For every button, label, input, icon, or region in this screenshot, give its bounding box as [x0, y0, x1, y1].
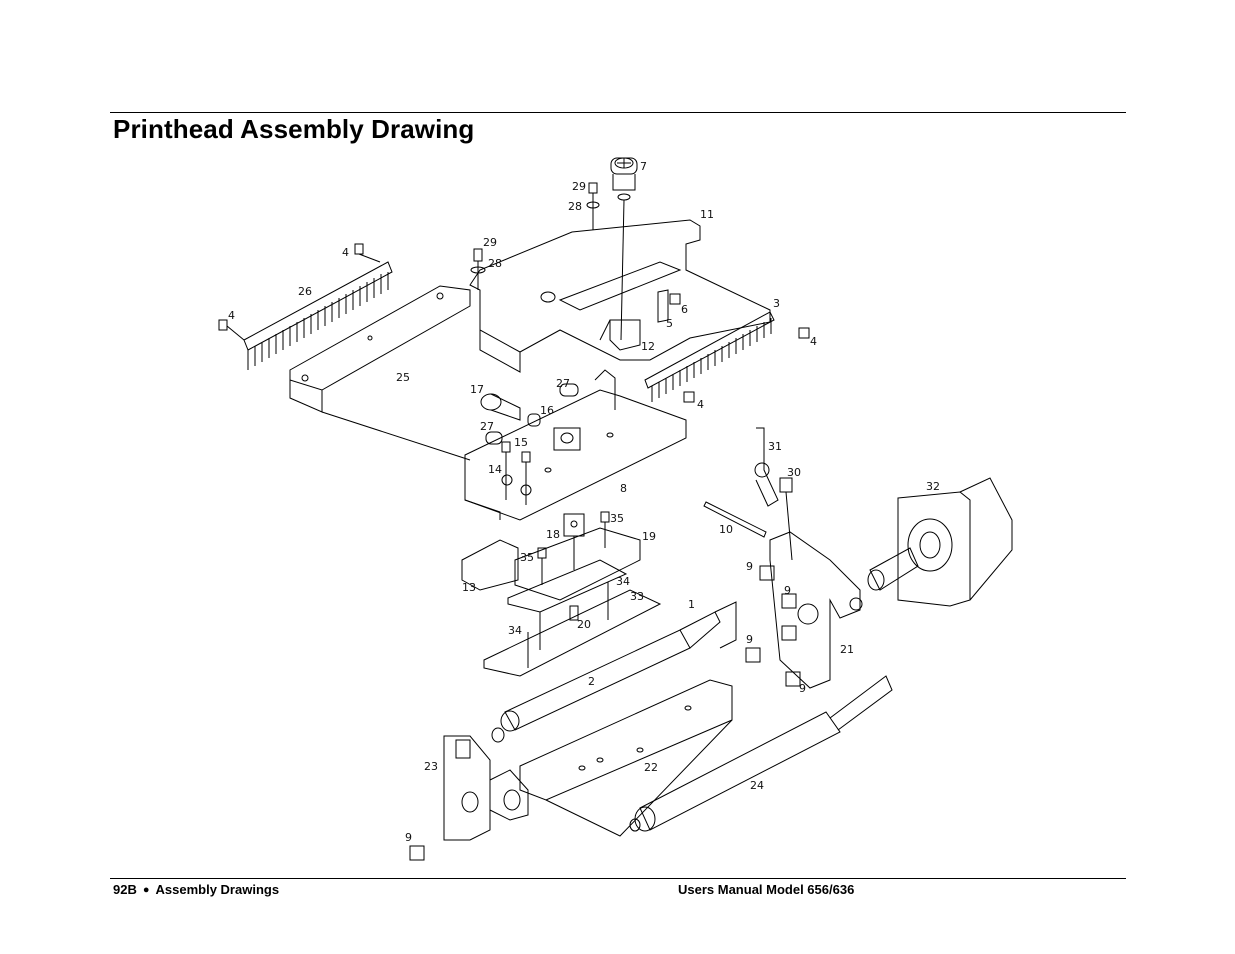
label-16: 16: [540, 404, 554, 417]
label-9b: 9: [784, 584, 791, 597]
label-28a: 28: [568, 200, 582, 213]
brush-part-26: [218, 243, 393, 370]
plate-part-25: [289, 285, 471, 461]
label-9e: 9: [405, 831, 412, 844]
label-9a: 9: [746, 560, 753, 573]
footer-rule: [110, 878, 1126, 879]
part-labels: 7 29 28 11 29 28 4 26 4 3 6 5 4 12 25 27…: [228, 160, 940, 844]
label-27a: 27: [556, 377, 570, 390]
channel-part-22: [519, 679, 733, 837]
rod-part-10: [703, 501, 767, 538]
label-33: 33: [630, 590, 644, 603]
label-18: 18: [546, 528, 560, 541]
label-4d: 4: [697, 398, 704, 411]
label-22: 22: [644, 761, 658, 774]
frame-part-11: [469, 219, 771, 373]
label-4c: 4: [810, 335, 817, 348]
screw-part-29-left: [470, 248, 486, 290]
label-6: 6: [681, 303, 688, 316]
knob-part-7: [610, 157, 638, 341]
block-part-13: [461, 539, 519, 591]
label-10: 10: [719, 523, 733, 536]
block-part-18: [563, 513, 585, 570]
label-8: 8: [620, 482, 627, 495]
label-12: 12: [641, 340, 655, 353]
pin-parts-17-16-27: [480, 383, 579, 445]
label-23: 23: [424, 760, 438, 773]
label-9d: 9: [799, 682, 806, 695]
plate-part-19: [507, 511, 641, 613]
brush-part-3: [644, 311, 810, 403]
label-20: 20: [577, 618, 591, 631]
roller-part-24: [629, 675, 893, 832]
label-4b: 4: [228, 309, 235, 322]
label-1: 1: [688, 598, 695, 611]
footer-page-number: 92B: [113, 882, 137, 897]
label-7: 7: [640, 160, 647, 173]
label-4a: 4: [342, 246, 349, 259]
spring-part-31: [754, 427, 779, 507]
label-34b: 34: [508, 624, 522, 637]
label-21: 21: [840, 643, 854, 656]
label-3: 3: [773, 297, 780, 310]
carriage-plate-part-8: [464, 369, 687, 521]
footer-bullet: ●: [142, 884, 150, 896]
page-title: Printhead Assembly Drawing: [113, 114, 475, 144]
footer-manual-title: Users Manual Model 656/636: [678, 882, 855, 897]
label-9c: 9: [746, 633, 753, 646]
footer-left: 92B ● Assembly Drawings: [113, 882, 279, 897]
label-24: 24: [750, 779, 764, 792]
footer-section: Assembly Drawings: [155, 882, 280, 897]
label-29a: 29: [572, 180, 586, 193]
bracket-parts-5-6-12: [609, 289, 681, 351]
screw-parts-14-15: [501, 441, 532, 505]
label-31: 31: [768, 440, 782, 453]
screw-part-30: [779, 477, 793, 561]
label-19: 19: [642, 530, 656, 543]
label-2: 2: [588, 675, 595, 688]
label-14: 14: [488, 463, 502, 476]
label-27b: 27: [480, 420, 494, 433]
label-17: 17: [470, 383, 484, 396]
bracket-part-21: [745, 531, 863, 689]
label-29b: 29: [483, 236, 497, 249]
label-28b: 28: [488, 257, 502, 270]
label-35b: 35: [520, 551, 534, 564]
label-13: 13: [462, 581, 476, 594]
label-11: 11: [700, 208, 714, 221]
screw-part-29-top: [586, 182, 600, 230]
motor-part-32: [867, 477, 1013, 607]
label-32: 32: [926, 480, 940, 493]
label-34a: 34: [616, 575, 630, 588]
label-5: 5: [666, 317, 673, 330]
label-35a: 35: [610, 512, 624, 525]
label-15: 15: [514, 436, 528, 449]
plate-part-33: [483, 582, 662, 677]
bracket-part-23: [409, 735, 529, 861]
label-26: 26: [298, 285, 312, 298]
label-25: 25: [396, 371, 410, 384]
header-rule: [110, 112, 1126, 113]
roller-part-2: [491, 601, 737, 743]
label-30: 30: [787, 466, 801, 479]
